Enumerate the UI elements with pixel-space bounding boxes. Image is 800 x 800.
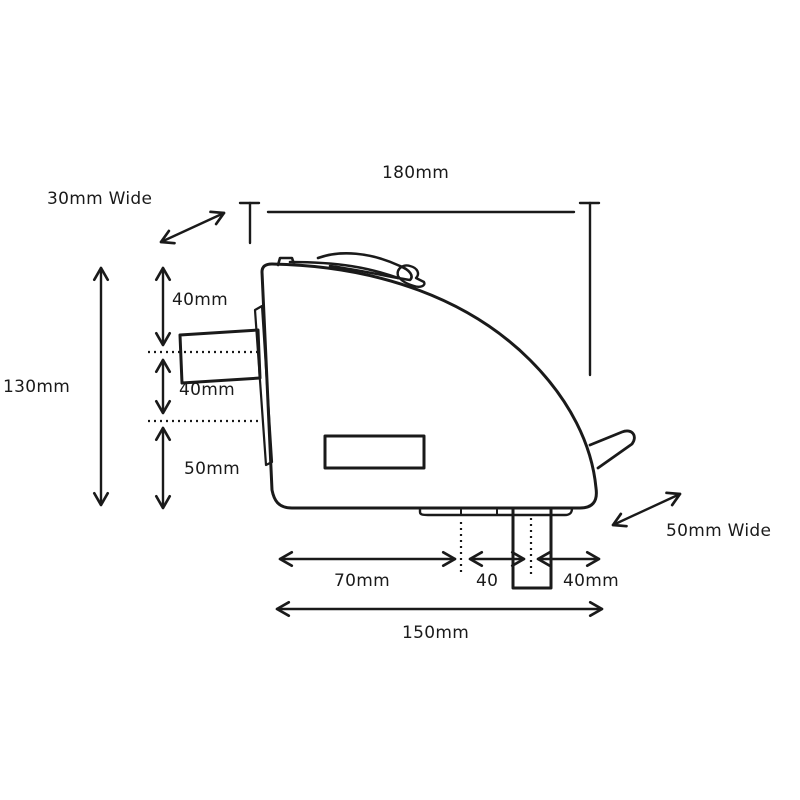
upper-front-strap: [178, 328, 262, 385]
label-mid-section: 40mm: [179, 380, 235, 400]
zipper-pull: [276, 256, 400, 280]
top-handle: [316, 252, 413, 282]
label-base-mid: 40: [476, 571, 499, 591]
rear-tail-tab: [588, 429, 636, 470]
bottom-rail: [418, 506, 574, 517]
bag-body-outline: [260, 262, 598, 510]
label-base-right: 40mm: [563, 571, 619, 591]
label-top-length: 180mm: [382, 163, 450, 183]
label-bottom-section: 50mm: [184, 459, 240, 479]
bottom-strap: [511, 506, 553, 590]
label-overall-height: 130mm: [3, 377, 71, 397]
handle-knot: [396, 264, 426, 288]
front-panel-strip: [253, 304, 274, 467]
label-rear-width: 50mm Wide: [666, 521, 772, 541]
label-base-left: 70mm: [334, 571, 390, 591]
label-front-width: 30mm Wide: [47, 189, 153, 209]
label-base-total: 150mm: [402, 623, 470, 643]
label-top-section: 40mm: [172, 290, 228, 310]
label-patch: [323, 434, 426, 470]
